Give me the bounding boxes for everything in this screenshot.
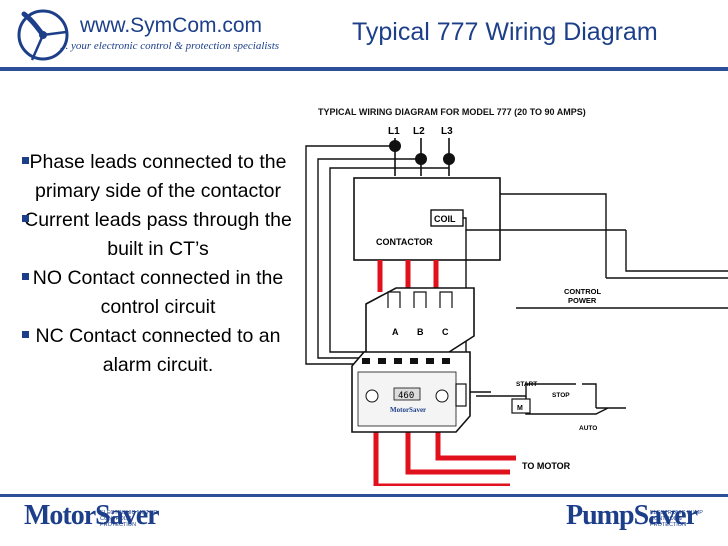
m-label: M [517, 405, 523, 412]
line-label-l3: L3 [441, 126, 453, 137]
bullet-item: NO Contact connected in the control circ… [20, 264, 296, 322]
contactor-box [353, 177, 501, 261]
pumpsaver-logo: PumpSaver ELECTRONIC PUMP CONTROL & PROT… [566, 500, 710, 531]
motor-leads [376, 469, 510, 486]
ct-label-c: C [442, 327, 449, 337]
motorsaver-wordmark: MotorSaver [24, 500, 160, 531]
symcom-logo-icon [17, 9, 69, 61]
control-power-label: CONTROL POWER [564, 287, 603, 305]
relay-display-value: 460 [398, 391, 414, 401]
start-label: START [516, 381, 537, 388]
relay-terminals [362, 358, 450, 364]
slide-title: Typical 777 Wiring Diagram [352, 18, 658, 46]
motorsaver-logo: MotorSaver ELECTRONIC MOTOR CONTROL & PR… [24, 500, 160, 531]
bullet-item: NC Contact connected to an alarm circuit… [20, 322, 296, 380]
pumpsaver-subtitle: ELECTRONIC PUMP CONTROL & PROTECTION [650, 510, 703, 528]
contactor-label: CONTACTOR [376, 237, 433, 247]
line-label-l1: L1 [388, 126, 400, 137]
ct-label-b: B [417, 327, 424, 337]
motorsaver-subtitle: ELECTRONIC MOTOR CONTROL & PROTECTION [100, 510, 158, 528]
header-rule [0, 67, 728, 71]
pumpsaver-wordmark: PumpSaver [566, 500, 698, 531]
bullet-marker [22, 273, 29, 280]
bullet-marker [22, 331, 29, 338]
bullet-text: NO Contact connected in the control circ… [32, 267, 284, 318]
bullet-marker [22, 215, 29, 222]
phase-sense-leads [305, 145, 449, 365]
site-name: www.SymCom.com [80, 14, 263, 37]
coil-label: COIL [434, 214, 456, 224]
bullet-text: Phase leads connected to the primary sid… [29, 151, 287, 202]
terminal-dot-l3 [443, 153, 455, 165]
relay-display [393, 387, 421, 401]
bullet-text: Current leads pass through the built in … [24, 209, 292, 260]
m-contact-box [511, 398, 531, 414]
stop-label: STOP [552, 392, 570, 399]
ct-label-a: A [392, 327, 399, 337]
bullet-marker [22, 157, 29, 164]
to-motor-label: TO MOTOR [522, 461, 571, 471]
bullet-item: Phase leads connected to the primary sid… [20, 148, 296, 206]
bullet-text: NC Contact connected to an alarm circuit… [35, 325, 281, 376]
bullet-item: Current leads pass through the built in … [20, 206, 296, 264]
auto-label: AUTO [579, 425, 597, 432]
footer-rule [0, 494, 728, 497]
tagline: ... your electronic control & protection… [60, 40, 280, 52]
ct-block [365, 287, 475, 355]
relay-brand: MotorSaver [390, 406, 426, 414]
wiring-diagram: TYPICAL WIRING DIAGRAM FOR MODEL 777 (20… [305, 107, 728, 486]
diagram-title: TYPICAL WIRING DIAGRAM FOR MODEL 777 (20… [318, 107, 586, 117]
ct-windows [387, 291, 453, 308]
line-label-l2: L2 [413, 126, 425, 137]
relay-side-contact [455, 383, 467, 407]
relay-knob-icon [365, 389, 379, 403]
relay-knob-icon [435, 389, 449, 403]
bullet-list: Phase leads connected to the primary sid… [20, 148, 296, 380]
